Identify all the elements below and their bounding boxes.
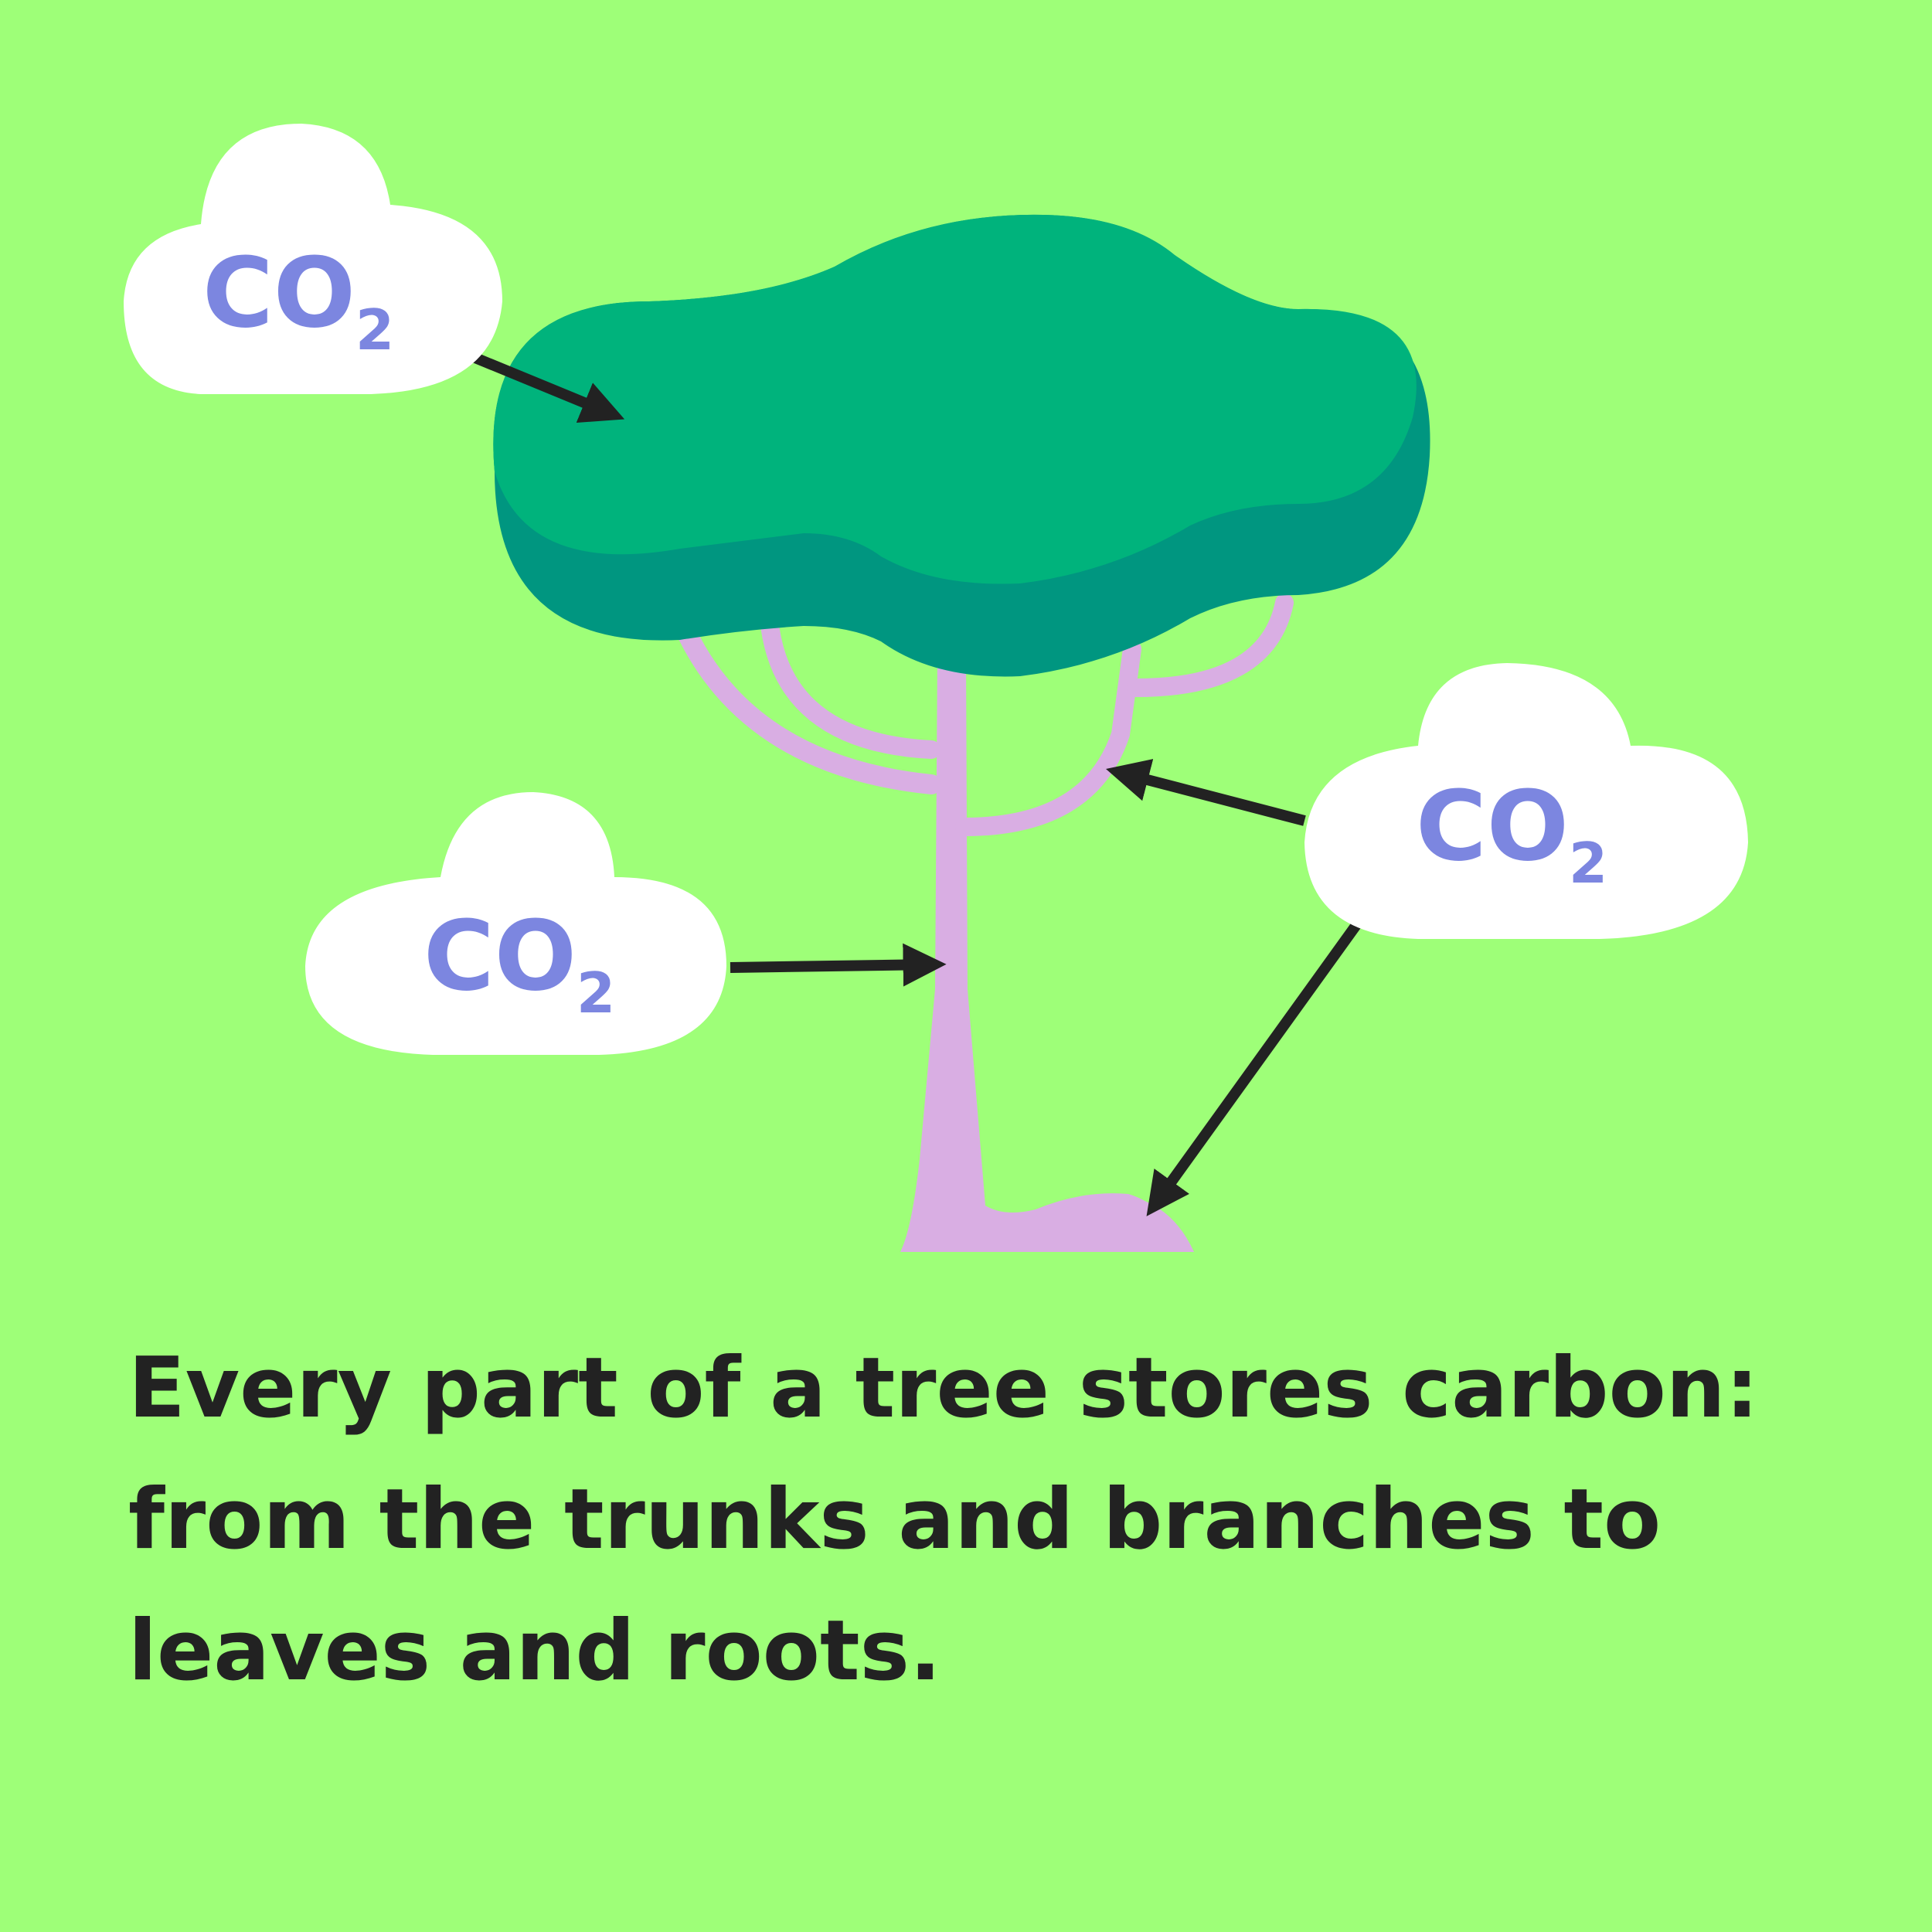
cloud-top-left: CO2 xyxy=(124,124,502,394)
co2-label: CO2 xyxy=(423,900,615,1026)
cloud-middle-left: CO2 xyxy=(305,792,726,1055)
cloud-shape xyxy=(1304,663,1748,939)
branch-right-middle xyxy=(955,640,1141,836)
cloud-shape xyxy=(124,124,502,394)
branch-left-inner xyxy=(760,609,940,759)
co2-subscript: 2 xyxy=(577,961,615,1026)
co2-molecule: CO xyxy=(202,237,355,349)
co2-molecule: CO xyxy=(423,900,577,1012)
arrow-to-branch xyxy=(1106,759,1306,826)
caption-line-1: Every part of a tree stores carbon: xyxy=(128,1340,1759,1437)
canopy-top xyxy=(493,214,1417,584)
cloud-right: CO2 xyxy=(1304,663,1748,939)
cloud-shape xyxy=(305,792,726,1055)
co2-label: CO2 xyxy=(202,237,394,362)
tree-canopy xyxy=(493,214,1430,677)
co2-subscript: 2 xyxy=(1569,831,1607,896)
arrow-to-leaves xyxy=(473,352,625,423)
arrow-to-trunk xyxy=(730,943,947,987)
arrow-to-root xyxy=(1146,916,1365,1216)
tree-trunk xyxy=(900,657,1190,1252)
co2-label: CO2 xyxy=(1416,770,1607,896)
tree-branches xyxy=(670,594,1294,836)
arrows xyxy=(473,352,1365,1216)
caption-line-2: from the trunks and branches to xyxy=(128,1471,1662,1568)
co2-molecule: CO xyxy=(1416,770,1569,883)
co2-subscript: 2 xyxy=(355,298,394,362)
branch-right-outer xyxy=(1127,594,1294,697)
tree-root-right xyxy=(985,1196,1194,1252)
branch-left-outer xyxy=(670,608,941,794)
tree-wood xyxy=(900,657,1194,1252)
caption: Every part of a tree stores carbon: from… xyxy=(128,1323,1867,1717)
caption-line-3: leaves and roots. xyxy=(128,1603,941,1699)
